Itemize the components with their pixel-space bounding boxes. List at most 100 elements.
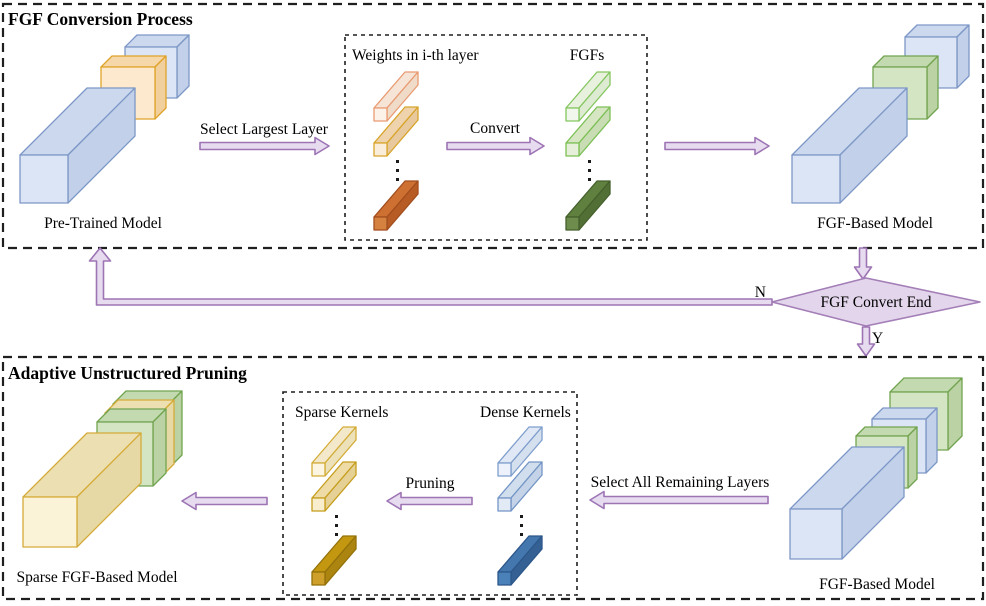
dot bbox=[520, 533, 523, 536]
kernels-pruning-box: Sparse Kernels Dense Kernels bbox=[282, 391, 578, 596]
ellipsis-dots bbox=[335, 515, 338, 536]
main-body-cuboid bbox=[22, 432, 142, 548]
fgf-bars bbox=[565, 71, 611, 231]
dot bbox=[588, 160, 591, 163]
cuboid-front-face bbox=[19, 154, 69, 204]
bar-end-face bbox=[311, 462, 326, 477]
bar-end-face bbox=[565, 216, 580, 231]
dot bbox=[335, 515, 338, 518]
pretrained-model-label: Pre-Trained Model bbox=[44, 215, 162, 232]
decision-question: FGF Convert End bbox=[820, 294, 931, 311]
bar-end-face bbox=[497, 497, 512, 512]
dot bbox=[520, 524, 523, 527]
fgf-based-model-bottom bbox=[789, 377, 963, 560]
sparse-kernel-bars bbox=[311, 426, 357, 586]
fgf-conversion-section: FGF Conversion Process Pre-Trained Model… bbox=[1, 2, 985, 250]
decision-diamond bbox=[771, 277, 981, 327]
dot bbox=[396, 160, 399, 163]
cuboid-side-face bbox=[154, 55, 167, 120]
sparse-bar-3 bbox=[311, 535, 357, 586]
conversion-section-title: FGF Conversion Process bbox=[8, 9, 193, 29]
to-fgf-model-arrow bbox=[664, 136, 770, 156]
fgf-bar-1 bbox=[565, 71, 611, 122]
ellipsis-dots bbox=[396, 160, 399, 181]
ellipsis-dots bbox=[520, 515, 523, 536]
dot bbox=[396, 178, 399, 181]
cuboid-side-face bbox=[925, 407, 938, 474]
convert-arrow bbox=[446, 136, 545, 156]
pretrained-model bbox=[19, 34, 190, 204]
weights-title: Weights in i-th layer bbox=[352, 47, 479, 64]
cuboid-front-face bbox=[22, 496, 78, 548]
sparse-model-label: Sparse FGF-Based Model bbox=[16, 569, 177, 586]
dot bbox=[335, 524, 338, 527]
pruning-label: Pruning bbox=[405, 475, 454, 492]
dot bbox=[588, 178, 591, 181]
cuboid-front-face bbox=[791, 154, 841, 204]
adaptive-pruning-section: Adaptive Unstructured Pruning bbox=[1, 355, 985, 601]
weight-bars bbox=[373, 71, 419, 231]
decision-no-label: N bbox=[755, 284, 766, 301]
pruning-section-title: Adaptive Unstructured Pruning bbox=[8, 363, 247, 383]
main-body-cuboid bbox=[789, 446, 905, 560]
dense-kernels-title: Dense Kernels bbox=[480, 404, 571, 421]
decision-flow: FGF Convert End N Y bbox=[88, 247, 981, 357]
weights-box-border bbox=[344, 34, 648, 241]
conversion-section-border bbox=[1, 2, 985, 250]
kernels-box-border bbox=[282, 391, 578, 596]
decision-yes-label: Y bbox=[872, 330, 883, 347]
fgfs-title: FGFs bbox=[570, 47, 604, 64]
fgf-bar-2 bbox=[565, 106, 611, 157]
cuboid-side-face bbox=[926, 55, 939, 120]
fgf-model-top-label: FGF-Based Model bbox=[817, 215, 933, 232]
dot bbox=[520, 515, 523, 518]
bar-end-face bbox=[311, 497, 326, 512]
sparse-kernels-title: Sparse Kernels bbox=[295, 404, 388, 421]
bar-end-face bbox=[497, 462, 512, 477]
sparse-fgf-model bbox=[22, 390, 183, 548]
sparse-bar-1 bbox=[311, 426, 357, 477]
weight-bar-3 bbox=[373, 180, 419, 231]
dot bbox=[396, 169, 399, 172]
pruning-section-border bbox=[1, 355, 985, 601]
bar-end-face bbox=[565, 107, 580, 122]
bar-end-face bbox=[373, 142, 388, 157]
main-body-cuboid bbox=[791, 87, 908, 204]
dot bbox=[588, 169, 591, 172]
model-to-decision-arrow bbox=[853, 247, 873, 280]
cuboid-side-face bbox=[152, 408, 167, 487]
dense-bar-2 bbox=[497, 461, 543, 512]
bar-end-face bbox=[565, 142, 580, 157]
fgf-model-bottom-label: FGF-Based Model bbox=[819, 576, 935, 593]
cuboid-top-face bbox=[855, 426, 918, 437]
dense-kernel-bars bbox=[497, 426, 543, 586]
select-remaining-layers-label: Select All Remaining Layers bbox=[591, 474, 770, 491]
pruning-arrow bbox=[386, 491, 473, 511]
ellipsis-dots bbox=[588, 160, 591, 181]
to-sparse-model-arrow bbox=[181, 491, 268, 511]
sparse-bar-2 bbox=[311, 461, 357, 512]
cuboid-side-face bbox=[956, 24, 970, 89]
dense-bar-3 bbox=[497, 535, 543, 586]
select-largest-layer-label: Select Largest Layer bbox=[200, 121, 329, 138]
fgf-bar-3 bbox=[565, 180, 611, 231]
weights-conversion-box: Weights in i-th layer FGFs bbox=[344, 34, 648, 241]
dense-bar-1 bbox=[497, 426, 543, 477]
yes-branch-arrow bbox=[856, 326, 876, 357]
select-remaining-layers-arrow bbox=[589, 490, 769, 510]
convert-label: Convert bbox=[470, 120, 521, 137]
bar-end-face bbox=[373, 216, 388, 231]
cuboid-side-face bbox=[907, 426, 918, 489]
select-largest-layer-arrow bbox=[199, 136, 330, 156]
bar-end-face bbox=[311, 571, 326, 586]
weight-bar-2 bbox=[373, 106, 419, 157]
main-body-cuboid bbox=[19, 87, 136, 204]
fgf-based-model-top bbox=[791, 24, 970, 204]
cuboid-side-face bbox=[176, 34, 190, 99]
return-to-pretrained-arrow bbox=[88, 247, 773, 306]
bar-end-face bbox=[497, 571, 512, 586]
bar-end-face bbox=[373, 107, 388, 122]
dot bbox=[335, 533, 338, 536]
